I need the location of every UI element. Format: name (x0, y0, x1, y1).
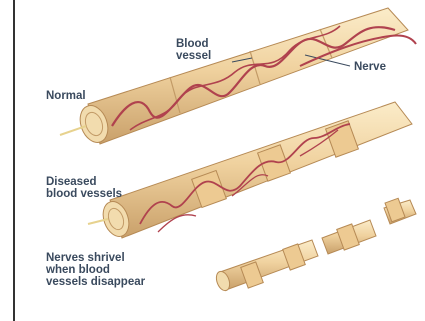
label-nerves-shrivel: Nerves shrivel when blood vessels disapp… (46, 252, 145, 288)
label-normal: Normal (46, 90, 86, 102)
label-blood-vessel: Blood vessel (176, 38, 211, 62)
label-diseased-blood-vessels: Diseased blood vessels (46, 176, 122, 200)
shriveled-nerve (214, 198, 416, 292)
label-nerve: Nerve (354, 61, 386, 73)
